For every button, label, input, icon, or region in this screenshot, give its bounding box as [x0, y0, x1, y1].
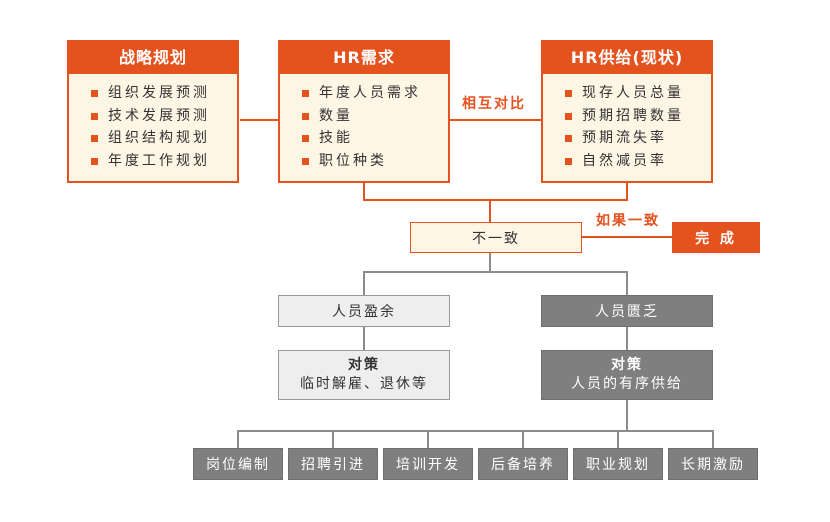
- square-bullet-icon: [302, 112, 309, 120]
- hr-supply-box: HR供给(现状) 现存人员总量 预期招聘数量 预期流失率 自然减员率: [541, 40, 713, 183]
- measure-box: 职业规划: [573, 448, 663, 480]
- list-item-text: 自然减员率: [582, 152, 667, 169]
- surplus-strategy-title: 对策: [348, 357, 380, 373]
- hr-demand-list: 年度人员需求 数量 技能 职位种类: [280, 74, 448, 172]
- shortage-label: 人员匮乏: [595, 304, 659, 320]
- list-item-text: 技术发展预测: [108, 107, 210, 124]
- shortage-strategy-title: 对策: [611, 357, 643, 373]
- hr-demand-box: HR需求 年度人员需求 数量 技能 职位种类: [278, 40, 450, 183]
- shortage-strategy-text: 人员的有序供给: [571, 376, 683, 392]
- list-item: 预期招聘数量: [565, 105, 711, 128]
- list-item: 组织发展预测: [91, 82, 237, 105]
- square-bullet-icon: [302, 90, 309, 97]
- list-item: 组织结构规划: [91, 127, 237, 150]
- list-item: 自然减员率: [565, 150, 711, 173]
- list-item-text: 年度工作规划: [108, 152, 210, 169]
- list-item: 现存人员总量: [565, 82, 711, 105]
- surplus-box: 人员盈余: [278, 295, 450, 327]
- done-box: 完 成: [672, 222, 760, 253]
- measure-box: 培训开发: [383, 448, 473, 480]
- list-item: 职位种类: [302, 150, 448, 173]
- mismatch-label: 不一致: [472, 230, 520, 247]
- list-item: 年度人员需求: [302, 82, 448, 105]
- measure-label: 招聘引进: [301, 457, 365, 473]
- list-item-text: 组织发展预测: [108, 85, 210, 101]
- compare-label: 相互对比: [462, 96, 526, 112]
- list-item-text: 数量: [319, 107, 353, 124]
- square-bullet-icon: [565, 90, 572, 97]
- list-item: 预期流失率: [565, 127, 711, 150]
- square-bullet-icon: [565, 135, 572, 142]
- shortage-box: 人员匮乏: [541, 295, 713, 327]
- list-item-text: 现存人员总量: [582, 85, 684, 101]
- square-bullet-icon: [565, 157, 572, 165]
- measure-box: 岗位编制: [193, 448, 283, 480]
- surplus-strategy-text: 临时解雇、退休等: [300, 376, 428, 392]
- measure-label: 岗位编制: [206, 457, 270, 473]
- square-bullet-icon: [302, 135, 309, 142]
- strategy-planning-box: 战略规划 组织发展预测 技术发展预测 组织结构规划 年度工作规划: [67, 40, 239, 183]
- surplus-strategy-box: 对策 临时解雇、退休等: [278, 350, 450, 400]
- hr-demand-title: HR需求: [280, 42, 448, 74]
- strategy-planning-list: 组织发展预测 技术发展预测 组织结构规划 年度工作规划: [69, 74, 237, 172]
- square-bullet-icon: [91, 90, 98, 97]
- shortage-strategy-box: 对策 人员的有序供给: [541, 350, 713, 400]
- list-item-text: 职位种类: [319, 152, 387, 169]
- list-item: 技能: [302, 127, 448, 150]
- square-bullet-icon: [565, 112, 572, 120]
- list-item-text: 技能: [319, 130, 353, 146]
- measure-box: 后备培养: [478, 448, 568, 480]
- hr-supply-title: HR供给(现状): [543, 42, 711, 74]
- square-bullet-icon: [91, 157, 98, 165]
- square-bullet-icon: [91, 135, 98, 142]
- measure-label: 长期激励: [681, 457, 745, 473]
- list-item: 数量: [302, 105, 448, 128]
- measure-box: 长期激励: [668, 448, 758, 480]
- done-label: 完 成: [695, 230, 737, 247]
- measure-box: 招聘引进: [288, 448, 378, 480]
- match-condition-label: 如果一致: [596, 213, 660, 229]
- square-bullet-icon: [302, 157, 309, 165]
- measure-label: 职业规划: [586, 457, 650, 473]
- strategy-planning-title: 战略规划: [69, 42, 237, 74]
- hr-supply-list: 现存人员总量 预期招聘数量 预期流失率 自然减员率: [543, 74, 711, 172]
- measure-label: 培训开发: [396, 457, 460, 473]
- list-item-text: 组织结构规划: [108, 130, 210, 146]
- mismatch-box: 不一致: [410, 222, 582, 253]
- list-item-text: 年度人员需求: [319, 85, 421, 101]
- list-item: 技术发展预测: [91, 105, 237, 128]
- list-item-text: 预期流失率: [582, 130, 667, 146]
- list-item-text: 预期招聘数量: [582, 107, 684, 124]
- list-item: 年度工作规划: [91, 150, 237, 173]
- surplus-label: 人员盈余: [332, 304, 396, 320]
- square-bullet-icon: [91, 112, 98, 120]
- measure-label: 后备培养: [491, 457, 555, 473]
